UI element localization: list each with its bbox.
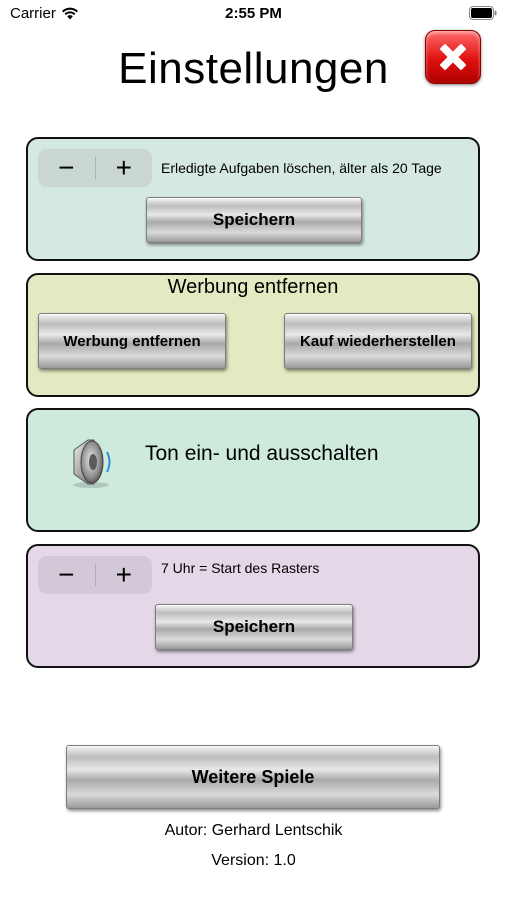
sound-panel: Ton ein- und ausschalten xyxy=(26,408,480,532)
days-stepper[interactable]: − + xyxy=(38,149,152,187)
close-button[interactable] xyxy=(425,30,481,84)
status-time: 2:55 PM xyxy=(225,5,282,22)
version-label: Version: 1.0 xyxy=(211,852,296,869)
stepper-divider xyxy=(94,157,96,179)
tasks-cleanup-label: Erledigte Aufgaben löschen, älter als 20… xyxy=(161,160,442,176)
grid-start-label: 7 Uhr = Start des Rasters xyxy=(161,560,320,576)
status-carrier-group: Carrier xyxy=(10,5,79,22)
stepper-divider xyxy=(94,564,96,586)
save-grid-button[interactable]: Speichern xyxy=(155,604,353,650)
sound-toggle-label: Ton ein- und ausschalten xyxy=(145,442,379,465)
page-title: Einstellungen xyxy=(118,44,389,93)
stepper-minus-button[interactable]: − xyxy=(58,559,75,590)
tasks-cleanup-panel: − + Erledigte Aufgaben löschen, älter al… xyxy=(26,137,480,261)
more-games-button[interactable]: Weitere Spiele xyxy=(66,745,440,809)
carrier-label: Carrier xyxy=(10,5,56,22)
remove-ads-heading: Werbung entfernen xyxy=(167,276,339,298)
status-bar: Carrier 2:55 PM xyxy=(0,0,507,30)
hour-stepper[interactable]: − + xyxy=(38,556,152,594)
restore-purchase-button[interactable]: Kauf wiederherstellen xyxy=(284,313,472,369)
save-tasks-button[interactable]: Speichern xyxy=(146,197,362,243)
stepper-plus-button[interactable]: + xyxy=(115,152,132,183)
remove-ads-button[interactable]: Werbung entfernen xyxy=(38,313,226,369)
grid-start-panel: − + 7 Uhr = Start des Rasters Speichern xyxy=(26,544,480,668)
speaker-icon[interactable] xyxy=(66,434,116,490)
stepper-plus-button[interactable]: + xyxy=(115,559,132,590)
battery-icon xyxy=(469,6,497,20)
close-icon xyxy=(440,44,466,70)
wifi-icon xyxy=(61,7,78,20)
remove-ads-panel: Werbung entfernen Werbung entfernen Kauf… xyxy=(26,273,480,397)
stepper-minus-button[interactable]: − xyxy=(58,152,75,183)
author-label: Autor: Gerhard Lentschik xyxy=(164,822,343,839)
